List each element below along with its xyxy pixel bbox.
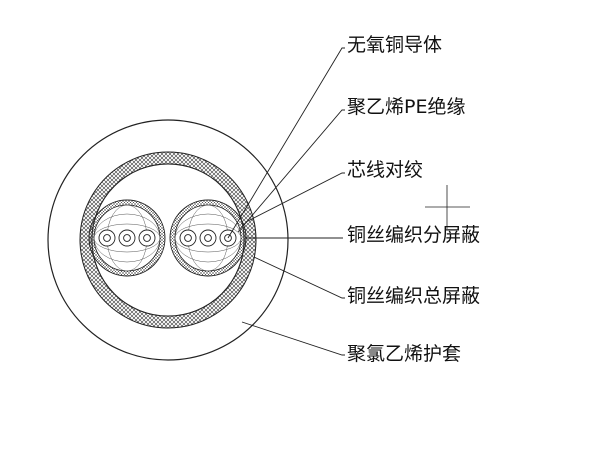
label-insulation: 聚乙烯PE绝缘 [347, 96, 466, 118]
label-twisted-pair: 芯线对绞 [347, 159, 424, 181]
leader-jacket [241, 321, 345, 356]
pair-left [88, 199, 166, 277]
label-pair-shield: 铜丝编织分屏蔽 [347, 224, 481, 246]
pair-right [169, 199, 247, 277]
leader-twisted-pair [245, 172, 345, 223]
conductor-core [103, 234, 111, 242]
leader-lines [227, 47, 345, 356]
label-jacket: 聚氯乙烯护套 [347, 343, 462, 365]
leader-insulation [237, 109, 345, 233]
leader-overall-shield [253, 256, 345, 299]
label-conductor: 无氧铜导体 [347, 34, 443, 56]
leader-conductor [227, 47, 345, 239]
label-overall-shield: 铜丝编织总屏蔽 [347, 285, 481, 307]
crosshair-marker [425, 185, 470, 229]
